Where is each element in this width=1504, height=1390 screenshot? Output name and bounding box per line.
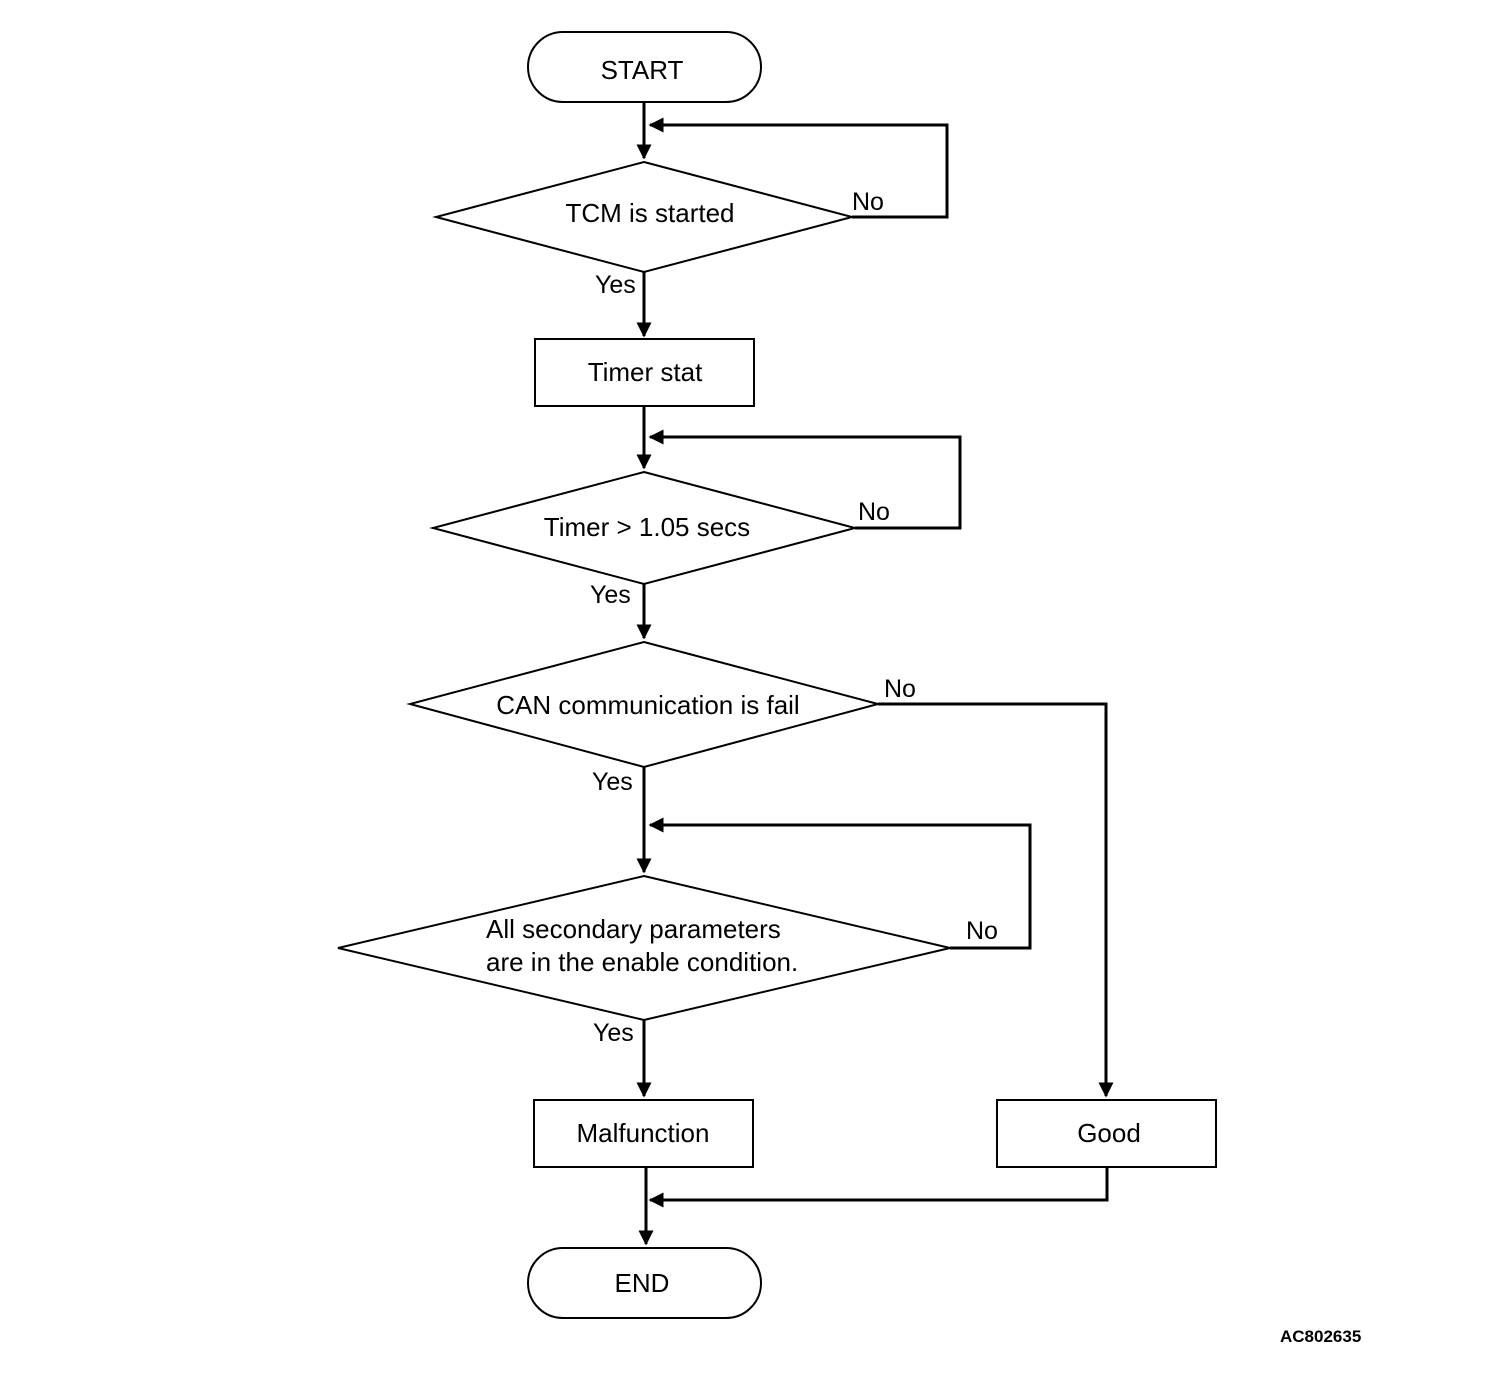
start-terminal bbox=[527, 31, 762, 103]
timer-yes-label: Yes bbox=[590, 581, 631, 609]
decision-tcm-started bbox=[432, 160, 856, 274]
decision-timer-check bbox=[429, 470, 859, 586]
decision-can-fail bbox=[406, 640, 882, 769]
secondary-no-label: No bbox=[966, 917, 998, 945]
secondary-label-line2: are in the enable condition. bbox=[486, 947, 798, 977]
end-label: END bbox=[615, 1268, 670, 1298]
can-yes-label: Yes bbox=[592, 768, 633, 796]
timer-check-label: Timer > 1.05 secs bbox=[544, 512, 750, 542]
end-terminal bbox=[527, 1247, 762, 1319]
secondary-label-line1: All secondary parameters bbox=[486, 914, 781, 944]
timer-start-label: Timer stat bbox=[588, 357, 703, 387]
process-malfunction bbox=[533, 1099, 754, 1168]
secondary-yes-label: Yes bbox=[593, 1019, 634, 1047]
tcm-started-label: TCM is started bbox=[565, 198, 734, 228]
process-good bbox=[996, 1099, 1217, 1168]
timer-no-label: No bbox=[858, 498, 890, 526]
tcm-yes-label: Yes bbox=[595, 271, 636, 299]
start-label: START bbox=[601, 55, 684, 85]
figure-code: AC802635 bbox=[1280, 1327, 1361, 1346]
loop-timer-no bbox=[648, 429, 962, 530]
tcm-no-label: No bbox=[852, 188, 884, 216]
loop-secondary-no bbox=[648, 817, 1032, 950]
decision-secondary-parameters bbox=[337, 874, 951, 1022]
malfunction-label: Malfunction bbox=[577, 1118, 710, 1148]
good-label: Good bbox=[1077, 1118, 1141, 1148]
connector-good-to-end bbox=[648, 1167, 1109, 1208]
process-timer-start bbox=[534, 338, 755, 407]
loop-tcm-no bbox=[648, 117, 949, 219]
can-fail-label: CAN communication is fail bbox=[496, 690, 799, 720]
can-no-label: No bbox=[884, 675, 916, 703]
connector-can-no-to-good bbox=[878, 702, 1114, 1098]
